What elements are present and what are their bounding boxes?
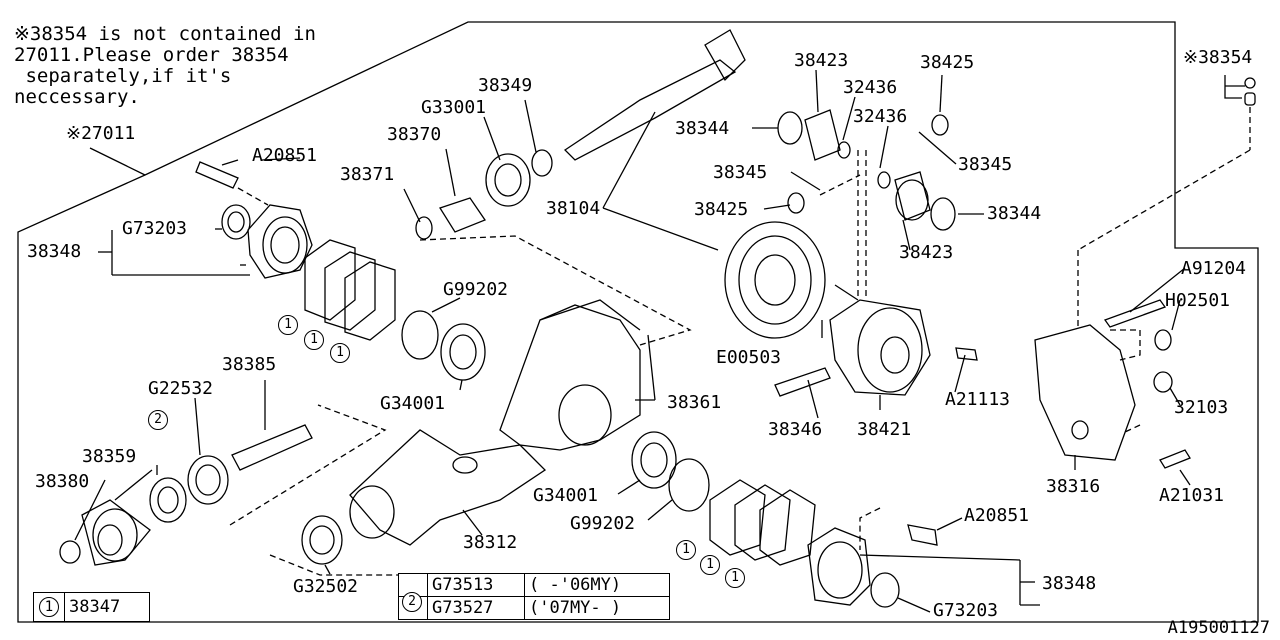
carrier-38312 — [349, 429, 547, 546]
label-38361[interactable]: 38361 — [667, 392, 722, 413]
legend-part[interactable]: 38347 — [64, 593, 149, 621]
label-38354[interactable]: ※38354 — [1183, 47, 1253, 68]
pinion-shaft — [563, 29, 746, 161]
my-part-2[interactable]: G73527 — [427, 597, 524, 619]
label-38345-left[interactable]: 38345 — [713, 162, 768, 183]
callout-1: 1 — [725, 568, 745, 588]
label-A20851-left[interactable]: A20851 — [252, 145, 318, 166]
callout-1: 1 — [278, 315, 298, 335]
diff-case — [774, 284, 931, 397]
label-38344-top[interactable]: 38344 — [675, 118, 730, 139]
table-circle-2: 2 — [402, 592, 422, 612]
label-38359[interactable]: 38359 — [82, 446, 137, 467]
label-38423-top[interactable]: 38423 — [794, 50, 849, 71]
note-line-1: ※38354 is not contained in — [14, 23, 316, 45]
label-38346[interactable]: 38346 — [768, 419, 823, 440]
my-range-1: ( -'06MY) — [524, 574, 669, 596]
label-G99202-bottom[interactable]: G99202 — [570, 513, 636, 534]
label-38370[interactable]: 38370 — [387, 124, 442, 145]
label-38380[interactable]: 38380 — [35, 471, 90, 492]
rear-cover — [955, 299, 1191, 469]
callout-1: 1 — [304, 330, 324, 350]
label-G32502[interactable]: G32502 — [293, 576, 359, 597]
note-line-4: neccessary. — [14, 86, 140, 108]
label-E00503[interactable]: E00503 — [716, 347, 782, 368]
label-G73203-left[interactable]: G73203 — [122, 218, 188, 239]
label-A20851-right[interactable]: A20851 — [964, 505, 1030, 526]
my-range-2: ('07MY- ) — [524, 597, 669, 619]
label-32436-mid[interactable]: 32436 — [853, 106, 908, 127]
callout-2: 2 — [148, 410, 168, 430]
label-38423-bottom[interactable]: 38423 — [899, 242, 954, 263]
label-G33001[interactable]: G33001 — [421, 97, 487, 118]
label-38316[interactable]: 38316 — [1046, 476, 1101, 497]
label-38104[interactable]: 38104 — [546, 198, 601, 219]
label-G99202-top[interactable]: G99202 — [443, 279, 509, 300]
label-G34001-bottom[interactable]: G34001 — [533, 485, 599, 506]
order-note: ※38354 is not contained in 27011.Please … — [14, 24, 316, 108]
ring-gear — [724, 221, 826, 339]
label-32103[interactable]: 32103 — [1174, 397, 1229, 418]
label-G73203-right[interactable]: G73203 — [933, 600, 999, 621]
label-38348-right[interactable]: 38348 — [1042, 573, 1097, 594]
callout-1: 1 — [676, 540, 696, 560]
label-38345-right[interactable]: 38345 — [958, 154, 1013, 175]
label-38349[interactable]: 38349 — [478, 75, 533, 96]
label-G34001-top[interactable]: G34001 — [380, 393, 446, 414]
callout-1: 1 — [700, 555, 720, 575]
label-38385[interactable]: 38385 — [222, 354, 277, 375]
label-38344-right[interactable]: 38344 — [987, 203, 1042, 224]
label-G22532[interactable]: G22532 — [148, 378, 214, 399]
label-38371[interactable]: 38371 — [340, 164, 395, 185]
diagram-id: A195001127 — [1167, 618, 1270, 638]
legend-38347: 1 38347 — [33, 592, 150, 622]
housing-38361 — [499, 299, 641, 451]
callout-1: 1 — [330, 343, 350, 363]
note-line-2: 27011.Please order 38354 — [14, 44, 289, 66]
label-A21113[interactable]: A21113 — [945, 389, 1011, 410]
my-part-1[interactable]: G73513 — [427, 574, 524, 596]
label-A91204[interactable]: A91204 — [1181, 258, 1247, 279]
label-38348-left[interactable]: 38348 — [27, 241, 82, 262]
label-27011[interactable]: ※27011 — [66, 123, 136, 144]
legend-circle: 1 — [39, 597, 59, 617]
note-line-3: separately,if it's — [14, 65, 232, 87]
model-year-table: G73513 ( -'06MY) G73527 ('07MY- ) — [398, 573, 670, 620]
label-38425-top[interactable]: 38425 — [920, 52, 975, 73]
label-A21031[interactable]: A21031 — [1159, 485, 1225, 506]
label-32436-top[interactable]: 32436 — [843, 77, 898, 98]
label-38421[interactable]: 38421 — [857, 419, 912, 440]
label-H02501[interactable]: H02501 — [1165, 290, 1231, 311]
label-38312[interactable]: 38312 — [463, 532, 518, 553]
label-38425-left[interactable]: 38425 — [694, 199, 749, 220]
side-flange-left — [221, 204, 313, 279]
